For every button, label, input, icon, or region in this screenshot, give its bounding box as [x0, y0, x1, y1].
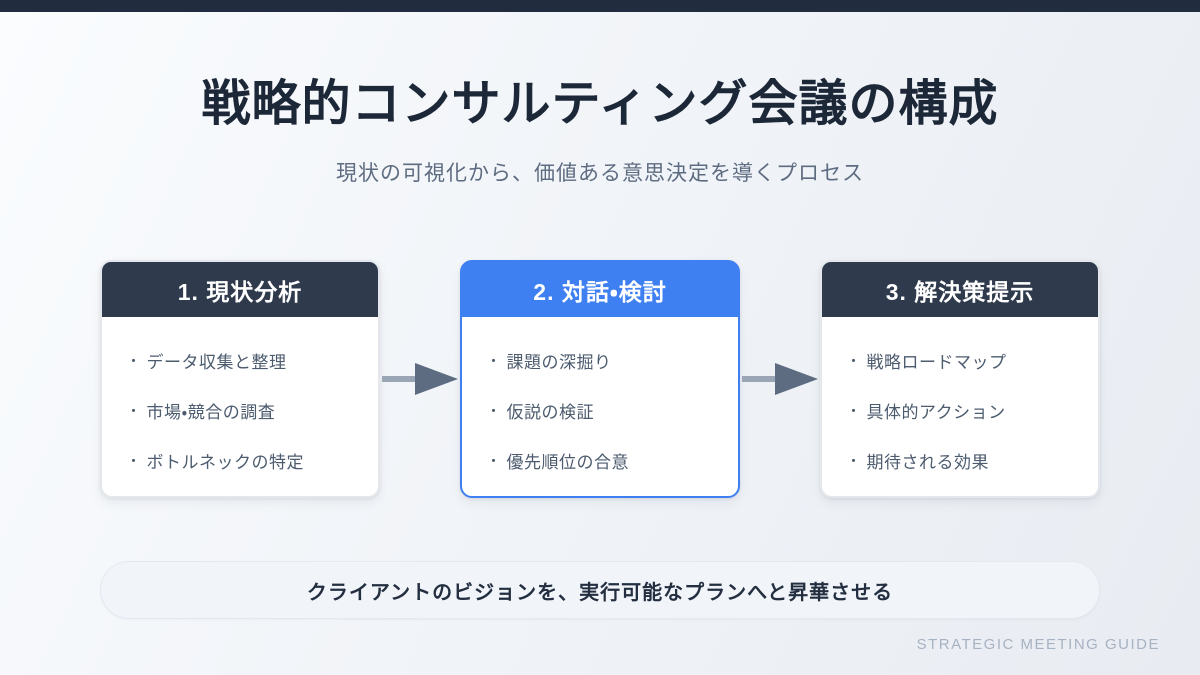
step-title: 1. 現状分析 — [177, 278, 303, 305]
bullet-icon: ・ — [486, 402, 502, 420]
bullet-icon: ・ — [126, 452, 142, 470]
list-item-text: 具体的アクション — [866, 402, 1006, 422]
page-subtitle: 現状の可視化から、価値ある意思決定を導くプロセス — [336, 162, 864, 185]
step-card-current-analysis: 1. 現状分析 ・ データ収集と整理 ・ 市場・競合の調査 ・ ボトルネックの特… — [100, 260, 380, 498]
arrow-head — [775, 363, 818, 395]
list-item-text: 市場・競合の調査 — [146, 402, 276, 422]
arrow-right-icon — [382, 363, 458, 396]
list-item: ・ 仮説の検証 — [486, 385, 728, 435]
page-title: 戦略的コンサルティング会議の構成 — [201, 77, 999, 131]
arrow-shaft — [382, 376, 419, 382]
step-card-header: 2. 対話・検討 — [462, 262, 738, 317]
bullet-icon: ・ — [846, 402, 862, 420]
step-title: 2. 対話・検討 — [533, 278, 667, 305]
step-card-dialogue-review: 2. 対話・検討 ・ 課題の深掘り ・ 仮説の検証 ・ 優先順位の合意 — [460, 260, 740, 498]
bullet-icon: ・ — [486, 352, 502, 370]
list-item-text: 課題の深掘り — [506, 352, 612, 372]
list-item-text: 仮説の検証 — [506, 402, 595, 422]
footer-label: STRATEGIC MEETING GUIDE — [916, 636, 1160, 653]
arrow-right-icon — [742, 363, 818, 396]
bullet-icon: ・ — [126, 402, 142, 420]
bullet-icon: ・ — [846, 352, 862, 370]
list-item: ・ 期待される効果 — [846, 435, 1088, 485]
list-item: ・ ボトルネックの特定 — [126, 435, 368, 485]
list-item: ・ 課題の深掘り — [486, 335, 728, 385]
step-card-body: ・ 戦略ロードマップ ・ 具体的アクション ・ 期待される効果 — [822, 317, 1098, 485]
bullet-icon: ・ — [126, 352, 142, 370]
list-item: ・ データ収集と整理 — [126, 335, 368, 385]
step-card-body: ・ 課題の深掘り ・ 仮説の検証 ・ 優先順位の合意 — [462, 317, 738, 485]
summary-banner-text: クライアントのビジョンを、実行可能なプランへと昇華させる — [306, 581, 894, 604]
list-item: ・ 戦略ロードマップ — [846, 335, 1088, 385]
step-card-solution-proposal: 3. 解決策提示 ・ 戦略ロードマップ ・ 具体的アクション ・ 期待される効果 — [820, 260, 1100, 498]
list-item-text: 優先順位の合意 — [506, 452, 630, 472]
list-item: ・ 優先順位の合意 — [486, 435, 728, 485]
list-item-text: ボトルネックの特定 — [146, 452, 305, 472]
step-card-header: 1. 現状分析 — [102, 262, 378, 317]
step-card-header: 3. 解決策提示 — [822, 262, 1098, 317]
top-accent-bar — [0, 0, 1200, 12]
arrow-head — [415, 363, 458, 395]
list-item: ・ 具体的アクション — [846, 385, 1088, 435]
bullet-icon: ・ — [486, 452, 502, 470]
list-item-text: 期待される効果 — [866, 452, 990, 472]
list-item-text: 戦略ロードマップ — [866, 352, 1007, 372]
arrow-shaft — [742, 376, 779, 382]
list-item-text: データ収集と整理 — [146, 352, 287, 372]
step-card-body: ・ データ収集と整理 ・ 市場・競合の調査 ・ ボトルネックの特定 — [102, 317, 378, 485]
list-item: ・ 市場・競合の調査 — [126, 385, 368, 435]
summary-banner: クライアントのビジョンを、実行可能なプランへと昇華させる — [100, 561, 1100, 619]
step-title: 3. 解決策提示 — [885, 278, 1035, 305]
bullet-icon: ・ — [846, 452, 862, 470]
